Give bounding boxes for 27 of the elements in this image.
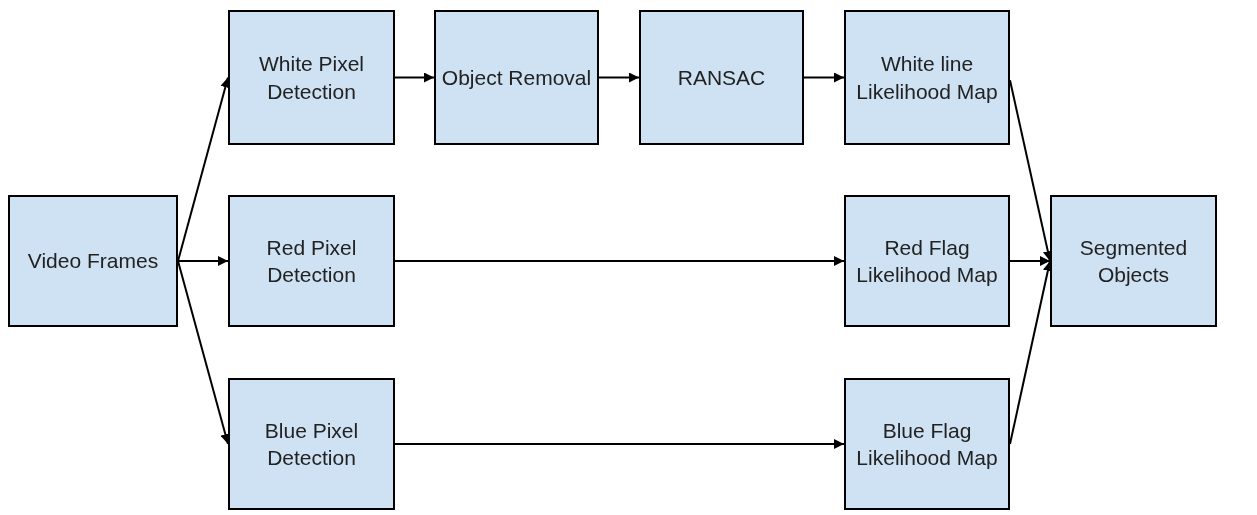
process-box (844, 378, 1010, 510)
process-box (8, 195, 178, 327)
node-label: White Pixel Detection (258, 51, 365, 105)
process-box (228, 195, 395, 327)
node-label: Red Flag Likelihood Map (855, 234, 999, 288)
process-box (228, 378, 395, 510)
process-box (844, 10, 1010, 145)
process-box (1050, 195, 1217, 327)
process-box (434, 10, 599, 145)
node-label: RANSAC (677, 64, 766, 91)
arrow (803, 72, 845, 83)
arrow (394, 72, 435, 83)
arrow (177, 256, 229, 266)
node-label: Object Removal (441, 64, 592, 91)
arrow (1009, 256, 1051, 266)
arrow (394, 439, 845, 449)
arrow (394, 256, 845, 266)
arrow (598, 72, 640, 83)
node-label: Blue Flag Likelihood Map (855, 417, 999, 471)
node-label: Red Pixel Detection (265, 234, 358, 288)
node-label: White line Likelihood Map (855, 51, 999, 105)
process-box (228, 10, 395, 145)
process-box (639, 10, 804, 145)
process-box (844, 195, 1010, 327)
node-label: Blue Pixel Detection (263, 417, 360, 471)
node-label: Segmented Objects (1078, 234, 1189, 288)
node-label: Video Frames (27, 248, 159, 275)
